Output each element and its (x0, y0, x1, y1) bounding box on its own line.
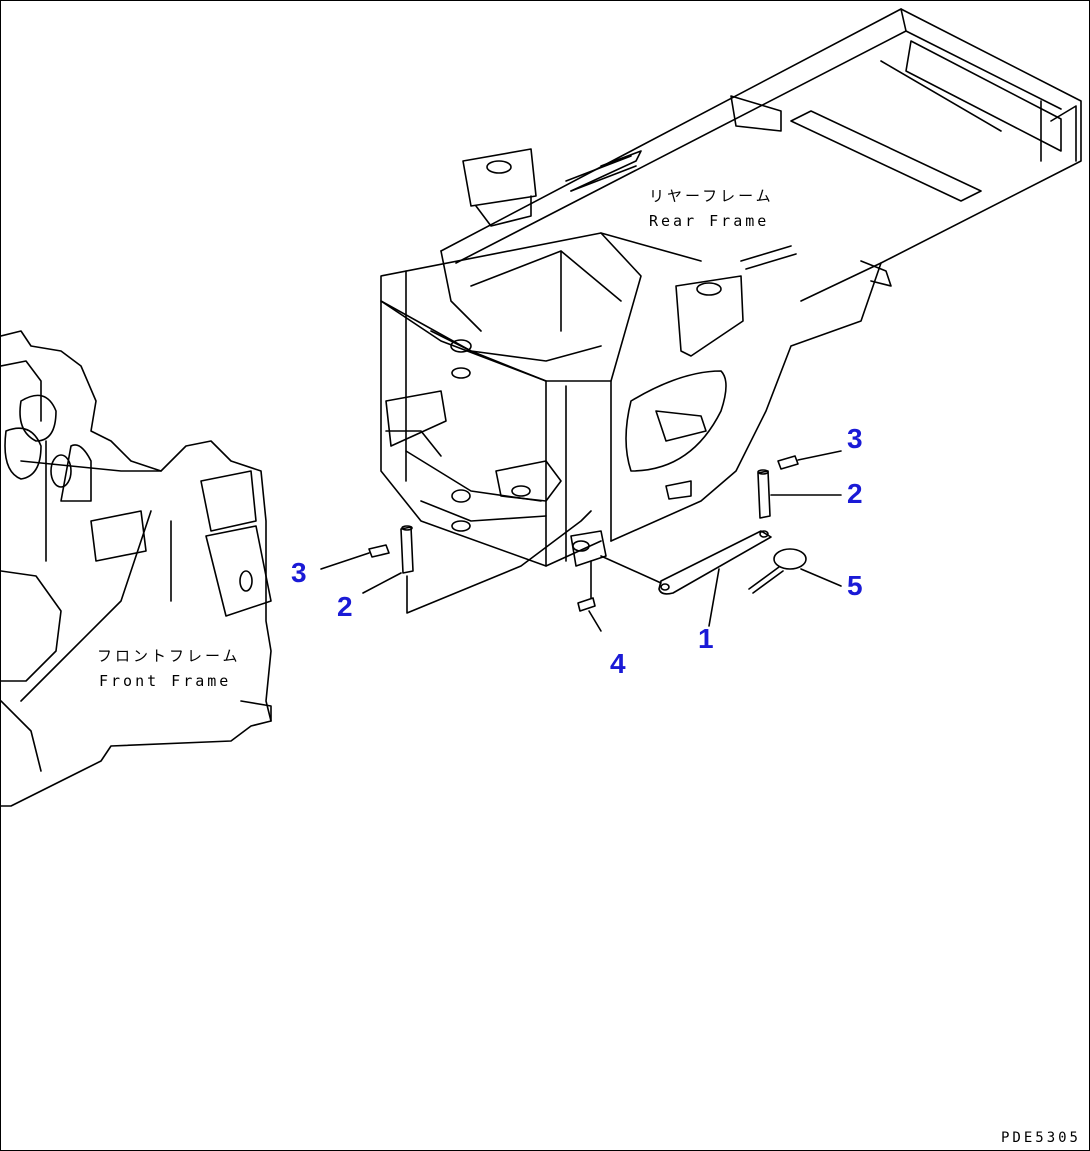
rear-frame-label-en: Rear Frame (649, 212, 770, 230)
front-frame-drawing (1, 330, 272, 807)
rear-frame-label-jp: リヤーフレーム (649, 187, 774, 205)
callout-part-5: 5 (847, 570, 863, 601)
callout-part-3-left: 3 (291, 557, 307, 588)
callout-part-2-right: 2 (847, 478, 863, 509)
front-frame-label-jp: フロントフレーム (97, 647, 241, 665)
drawing-code: PDE5305 (1000, 1130, 1081, 1146)
callout-part-2-left: 2 (337, 591, 353, 622)
front-frame-label-en: Front Frame (99, 672, 232, 690)
parts-leaders (320, 450, 842, 632)
rear-frame-drawing (380, 8, 1082, 567)
callout-part-1: 1 (698, 623, 714, 654)
callout-part-3-right: 3 (847, 423, 863, 454)
callout-part-4: 4 (610, 648, 626, 679)
